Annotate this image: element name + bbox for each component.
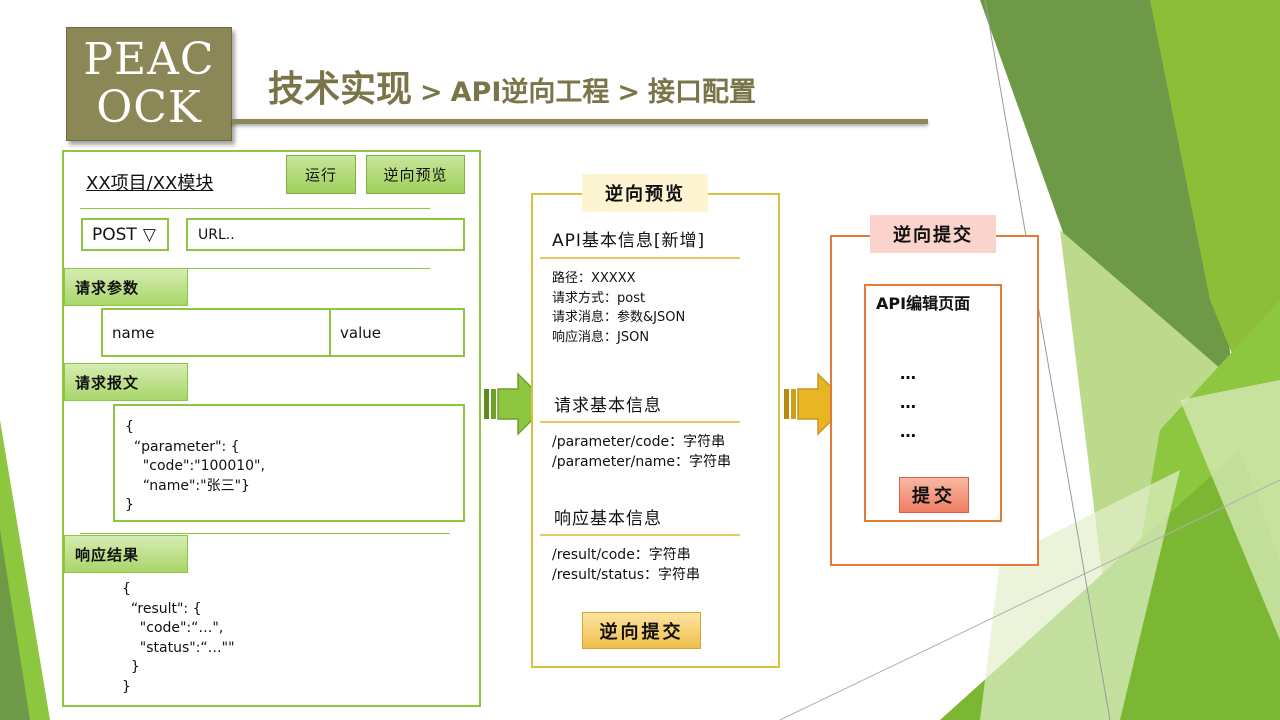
reverse-preview-title: 逆向预览 [582,174,708,212]
project-module-link[interactable]: XX项目/XX模块 [86,173,214,194]
api-info-heading: API基本信息[新增] [552,231,706,251]
response-info-details: /result/code：字符串 /result/status：字符串 [552,547,701,583]
method-select[interactable]: POST ▽ [81,218,169,251]
param-row: name value [101,308,465,357]
placeholder-dots: … [900,364,916,383]
divider [80,268,430,269]
peacock-logo: PEAC OCK [66,27,232,141]
logo-line2: OCK [96,82,202,133]
reverse-preview-button[interactable]: 逆向预览 [366,155,465,194]
api-edit-page-title: API编辑页面 [876,294,971,313]
divider [80,208,430,209]
chevron-down-icon: ▽ [142,224,156,245]
param-value-field[interactable]: value [340,323,381,342]
divider [540,534,740,536]
submit-button[interactable]: 提交 [899,477,969,513]
divider [540,421,740,423]
request-body-editor[interactable]: { “parameter": { "code":"100010", “name"… [113,404,465,522]
reverse-submit-button[interactable]: 逆向提交 [582,612,701,649]
breadcrumb-interface-config: 接口配置 [648,77,756,108]
url-input[interactable]: URL.. [186,218,465,251]
response-info-heading: 响应基本信息 [554,509,662,529]
breadcrumb-separator: > [420,77,443,108]
title-main: 技术实现 [268,69,413,110]
param-name-field[interactable]: name [103,310,331,355]
reverse-preview-panel [531,193,780,668]
response-result-json: { “result": { "code":“…", "status":“…"" … [122,581,235,695]
tab-request-params[interactable]: 请求参数 [64,268,188,306]
tab-request-body[interactable]: 请求报文 [64,363,188,401]
interface-config-panel [62,150,481,707]
placeholder-dots: … [900,422,916,441]
divider [540,257,740,259]
method-value: POST [92,224,137,245]
logo-line1: PEAC [83,34,215,85]
page-title: 技术实现 > API逆向工程 > 接口配置 [268,60,756,110]
tab-response-result[interactable]: 响应结果 [64,535,188,573]
breadcrumb-separator: > [617,77,640,108]
title-underline [232,119,928,124]
request-info-heading: 请求基本信息 [554,396,662,416]
run-button[interactable]: 运行 [286,155,356,194]
placeholder-dots: … [900,393,916,412]
reverse-submit-title: 逆向提交 [870,215,996,253]
request-info-details: /parameter/code：字符串 /parameter/name：字符串 [552,434,732,470]
breadcrumb-api-reverse: API逆向工程 [450,77,610,108]
api-info-details: 路径：XXXXX 请求方式：post 请求消息：参数&JSON 响应消息：JSO… [552,271,686,345]
divider [80,533,450,534]
